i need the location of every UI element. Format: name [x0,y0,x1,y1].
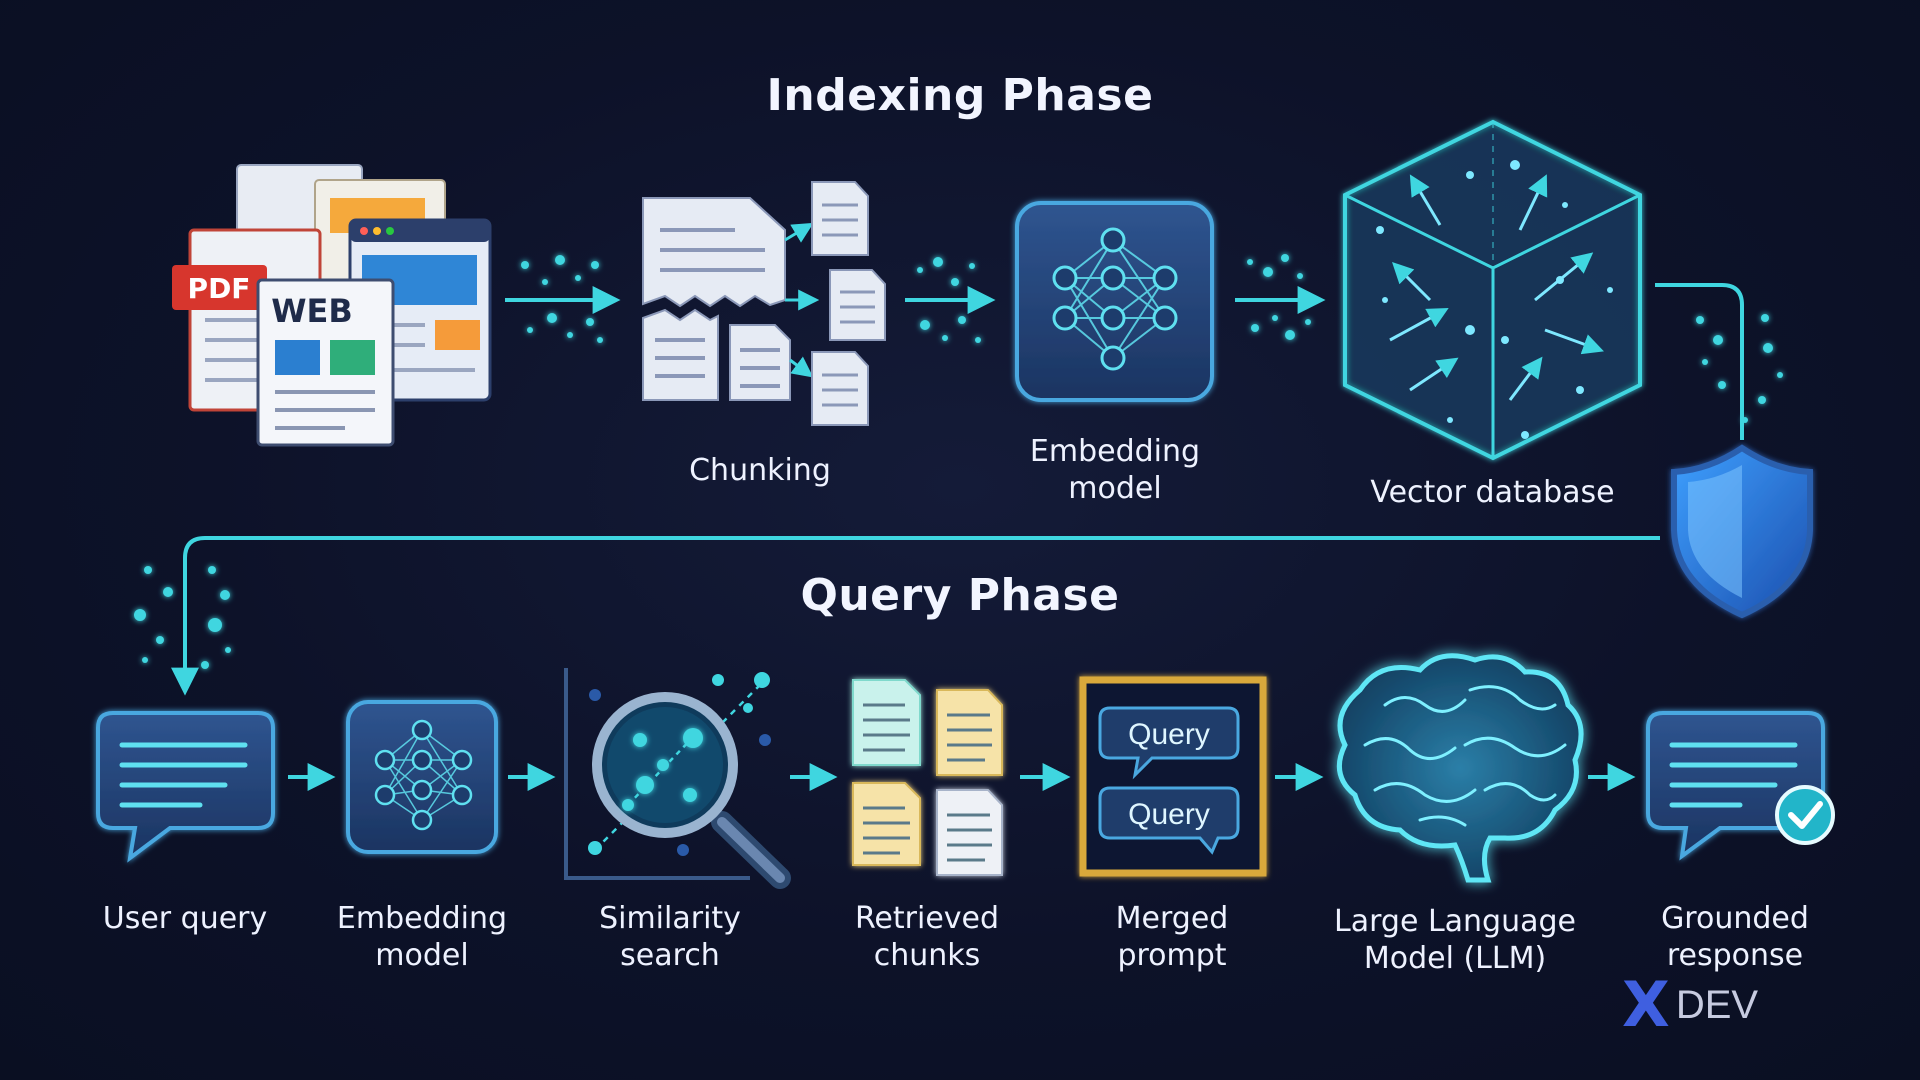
prompt-box-icon [1079,676,1267,877]
vector-cube-icon [1343,119,1642,461]
pdf-badge: PDF [188,272,251,305]
step-label-vector-database: Vector database [1370,475,1615,510]
verified-chat-icon [1646,711,1835,861]
step-label-chunking: Chunking [689,453,831,488]
web-badge: WEB [271,292,353,330]
step-label-embedding-model: Embedding model [336,901,508,973]
phase-connector [171,283,1744,696]
prompt-query-chip: Query [1128,798,1210,831]
indexing-particles [134,254,1783,669]
step-label-merged-prompt: Merged prompt [1115,901,1229,973]
indexing-phase-title: Indexing Phase [766,70,1154,121]
brain-folds [1363,685,1567,827]
step-label-retrieved-chunks: Retrieved chunks [854,901,1000,973]
source-documents-icon [172,164,492,447]
chunking-icon [642,181,886,426]
chat-bubble-icon [96,711,275,863]
step-label-llm: Large Language Model (LLM) [1334,904,1576,976]
neural-network-icon [1015,201,1214,402]
magnifier-scatter-icon [564,668,791,889]
prompt-query-chip: Query [1128,718,1210,751]
brand-logo: X DEV [1622,968,1759,1041]
shield-icon [1671,444,1813,619]
step-label-user-query: User query [102,901,268,936]
document-stack-icon [852,679,1003,876]
step-label-embedding-model: Embedding model [1029,434,1201,506]
brain-icon [1336,653,1584,883]
brand-mark: X [1622,968,1670,1041]
brand-text: DEV [1675,982,1759,1027]
query-phase-title: Query Phase [800,570,1120,621]
step-label-similarity-search: Similarity search [599,901,741,973]
step-label-grounded-response: Grounded response [1661,901,1809,973]
neural-network-icon [346,700,498,854]
